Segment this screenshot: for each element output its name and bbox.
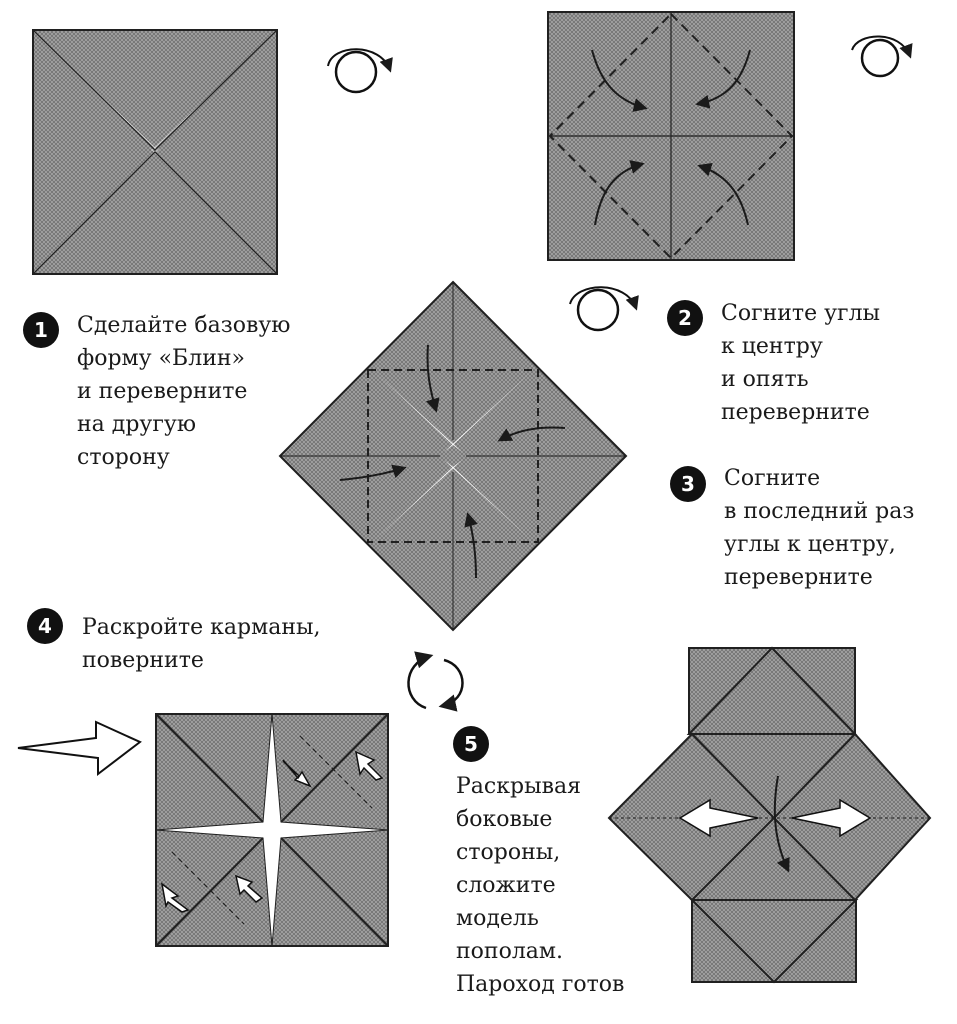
- step-3-line: Согните: [724, 466, 821, 491]
- step-2-line: Согните углы: [721, 301, 881, 326]
- step-3-line: переверните: [724, 565, 873, 590]
- open-arrow-icon: [160, 882, 190, 913]
- step-1-badge: 1: [23, 312, 59, 348]
- step-2-line: к центру: [721, 334, 823, 359]
- step-2-line: и опять: [721, 367, 809, 392]
- step-3-line: в последний раз: [724, 499, 915, 524]
- open-arrow-icon: [234, 874, 264, 903]
- insert-arrow-icon: [17, 720, 142, 777]
- figure-5-steamboat: [607, 646, 932, 984]
- step-5-line: стороны,: [456, 840, 561, 865]
- figure-3-fold-corners-again: [278, 280, 628, 632]
- step-5-line: пополам.: [456, 939, 564, 964]
- step-5-line: Раскрывая: [456, 774, 581, 799]
- step-1-line: Сделайте базовую: [77, 313, 291, 338]
- step-5-instruction: Раскрывая боковые стороны, сложите модел…: [456, 770, 624, 1001]
- step-1-line: и переверните: [77, 379, 248, 404]
- flip-over-icon: [851, 35, 913, 78]
- step-2-instruction: Согните углы к центру и опять перевернит…: [721, 297, 880, 429]
- step-1-line: форму «Блин»: [77, 346, 245, 371]
- step-1-line: сторону: [77, 445, 170, 470]
- flip-over-icon: [569, 286, 639, 332]
- step-4-badge: 4: [27, 608, 63, 644]
- open-arrow-icon: [355, 750, 384, 781]
- figure-2-fold-corners: [547, 11, 795, 261]
- step-5-line: боковые: [456, 807, 553, 832]
- step-5-badge: 5: [453, 726, 489, 762]
- step-5-line: модель: [456, 906, 539, 931]
- figure-4-open-pockets: [155, 713, 389, 947]
- flip-over-icon: [327, 48, 393, 94]
- step-1-instruction: Сделайте базовую форму «Блин» и переверн…: [77, 309, 290, 474]
- step-4-instruction: Раскройте карманы, поверните: [82, 611, 321, 677]
- step-3-badge: 3: [670, 466, 706, 502]
- step-5-line: Пароход готов: [456, 972, 625, 997]
- step-4-line: Раскройте карманы,: [82, 615, 321, 640]
- rotate-icon: [407, 651, 464, 712]
- step-5-line: сложите: [456, 873, 556, 898]
- step-3-line: углы к центру,: [724, 532, 896, 557]
- step-4-line: поверните: [82, 648, 204, 673]
- open-arrow-icon: [282, 759, 312, 788]
- figure-1-pancake-base: [32, 29, 278, 275]
- step-2-line: переверните: [721, 400, 870, 425]
- step-3-instruction: Согните в последний раз углы к центру, п…: [724, 462, 914, 594]
- step-1-line: на другую: [77, 412, 196, 437]
- step-2-badge: 2: [667, 300, 703, 336]
